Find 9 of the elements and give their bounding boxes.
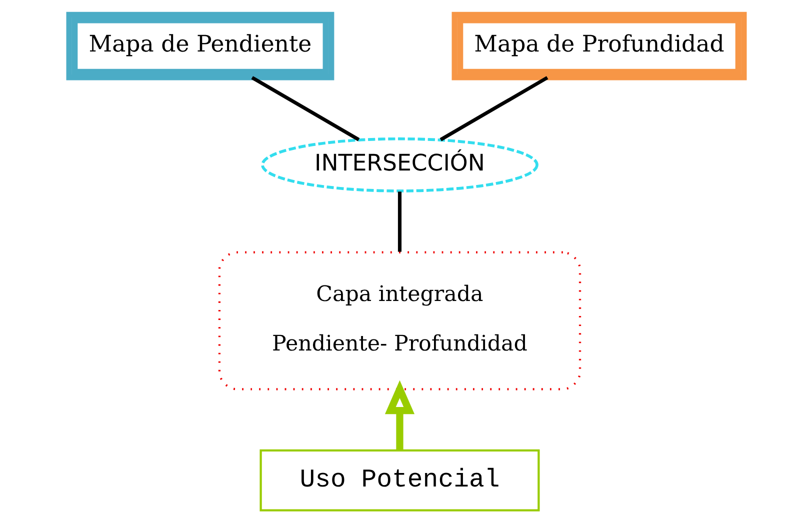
node-box: Capa integrada Pendiente- Profundidad bbox=[218, 250, 581, 390]
node-ellipse: INTERSECCIÓN bbox=[260, 136, 538, 192]
connector bbox=[439, 76, 548, 141]
node-box: Mapa de Pendiente bbox=[66, 11, 334, 80]
node-box: Mapa de Profundidad bbox=[451, 11, 746, 80]
arrow bbox=[384, 380, 414, 450]
node-box: Uso Potencial bbox=[259, 448, 540, 511]
connector bbox=[250, 76, 360, 141]
connector bbox=[397, 191, 402, 252]
